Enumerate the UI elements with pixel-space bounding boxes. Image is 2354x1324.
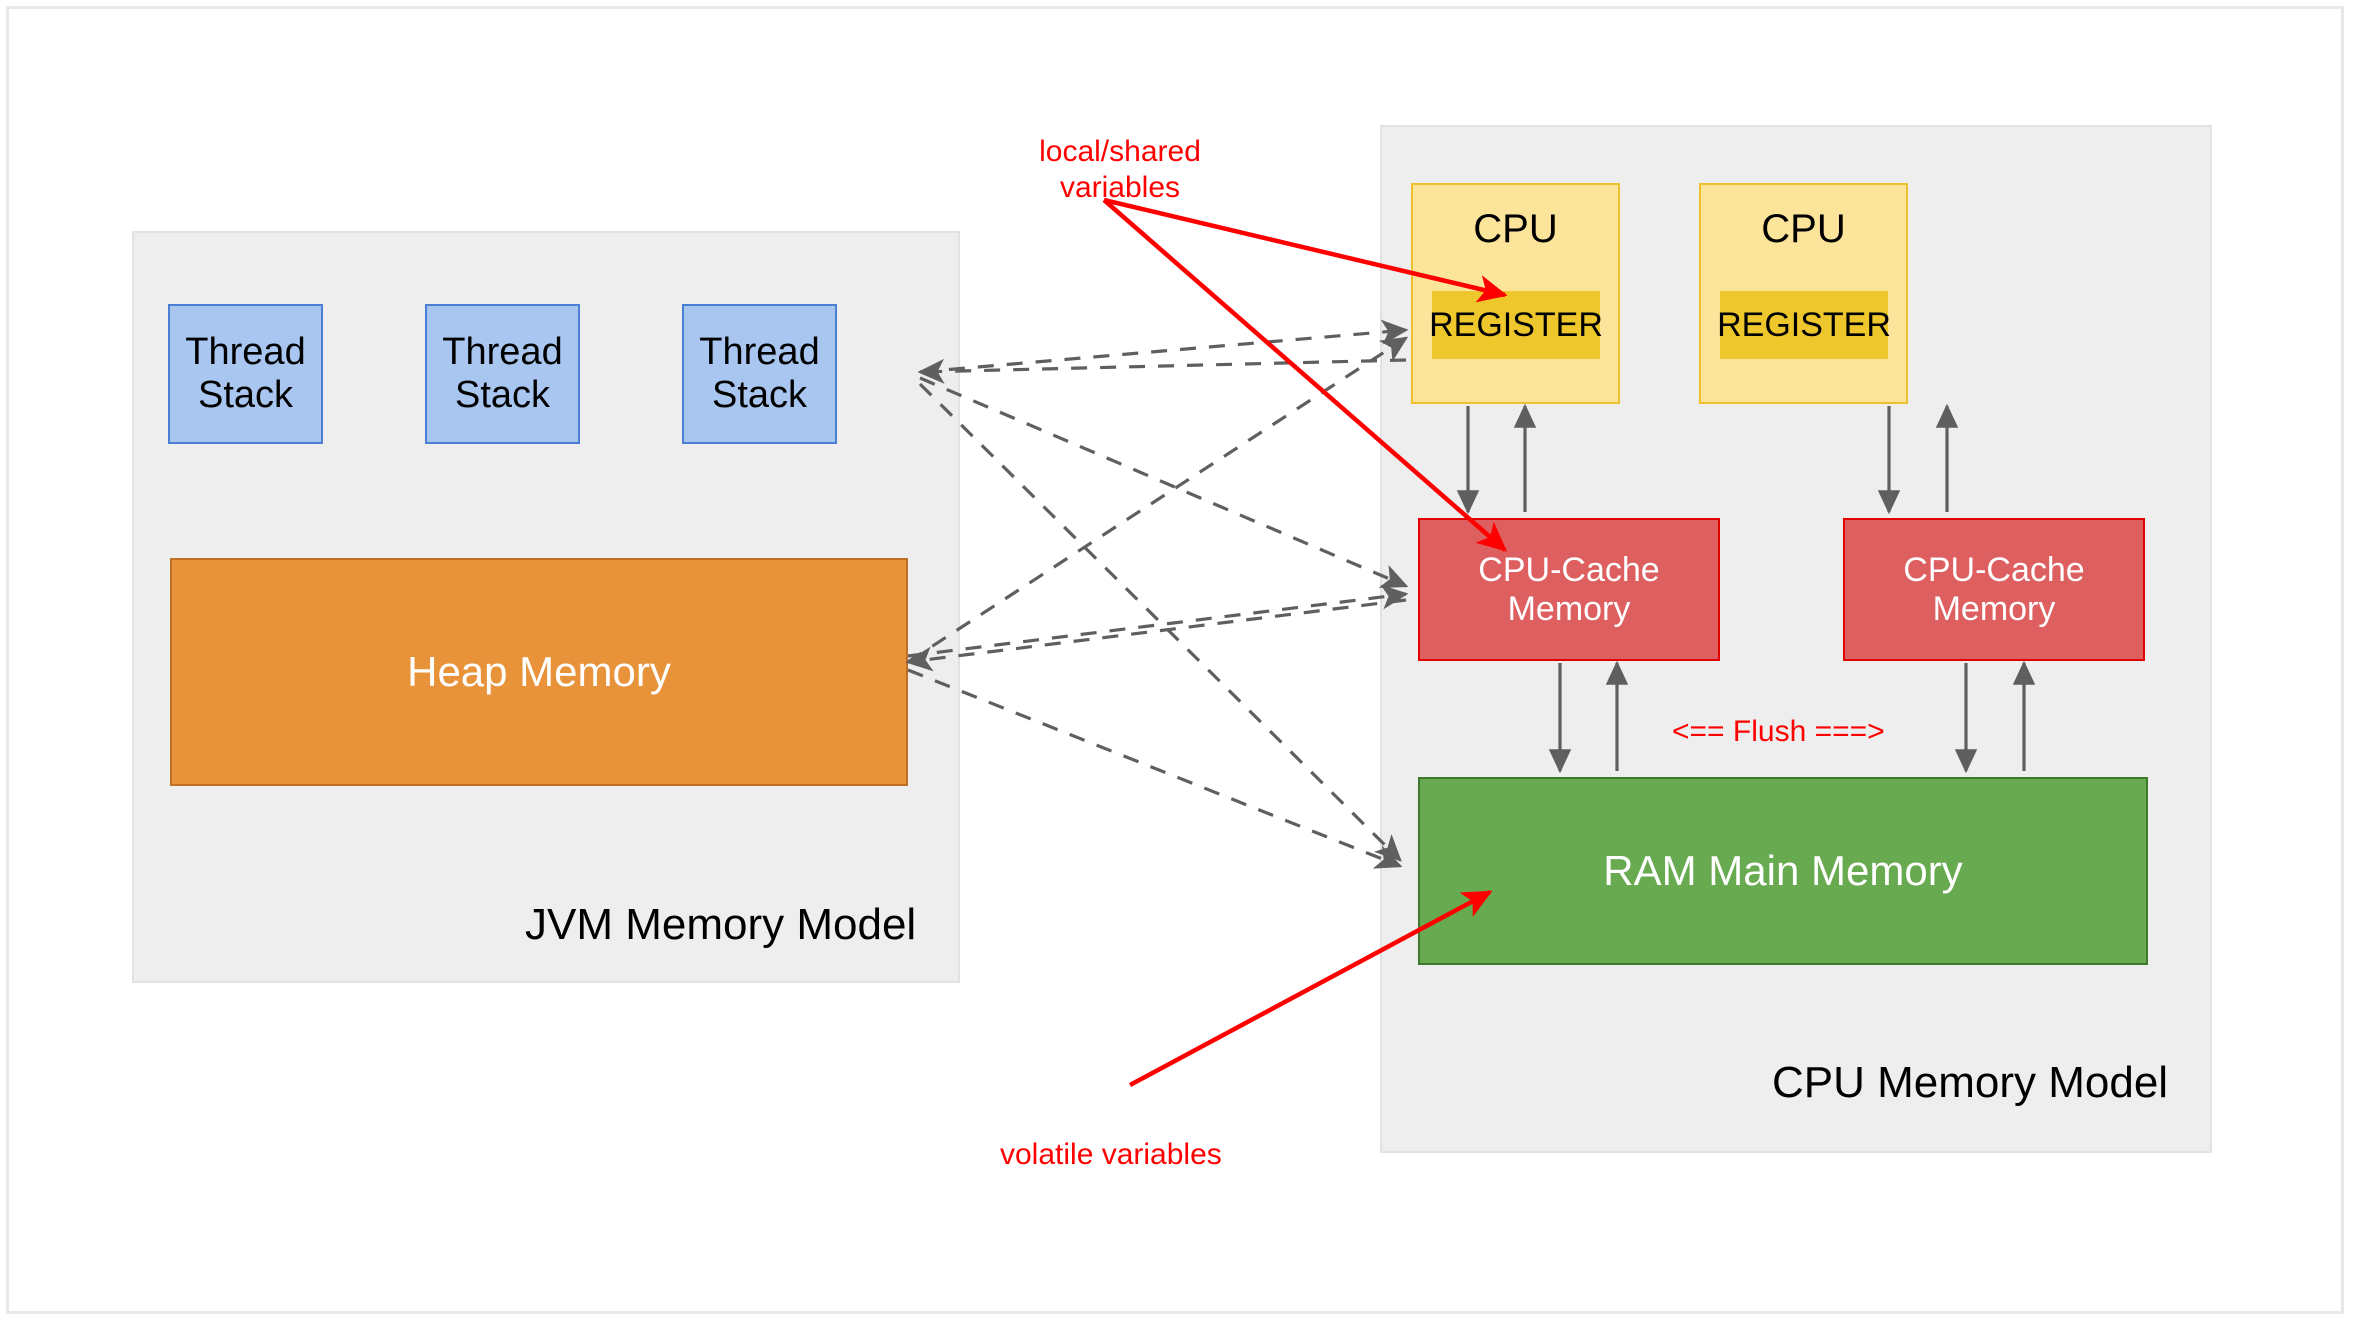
thread-stack-box-2[interactable]: Thread Stack	[425, 304, 580, 444]
register-box-2[interactable]: REGISTER	[1717, 291, 1891, 359]
jvm-panel-title-text: JVM Memory Model	[525, 900, 917, 949]
volatile-variables-text: volatile variables	[1000, 1137, 1222, 1171]
heap-memory-label: Heap Memory	[407, 648, 671, 696]
thread-stack-label-3: Thread Stack	[699, 331, 820, 416]
heap-memory-box[interactable]: Heap Memory	[170, 558, 908, 786]
register-label-2: REGISTER	[1717, 305, 1891, 344]
jvm-panel-title: JVM Memory Model	[525, 900, 916, 950]
register-label-1: REGISTER	[1429, 305, 1603, 344]
volatile-variables-annotation: volatile variables	[1000, 1100, 1260, 1173]
cpu-cache-label-1: CPU-Cache Memory	[1478, 551, 1660, 628]
local-shared-variables-annotation: local/shared variables	[1005, 97, 1235, 207]
thread-stack-box-1[interactable]: Thread Stack	[168, 304, 323, 444]
thread-stack-label-2: Thread Stack	[442, 331, 563, 416]
cpu-panel-title: CPU Memory Model	[1772, 1058, 2168, 1108]
cpu-cache-label-2: CPU-Cache Memory	[1903, 551, 2085, 628]
cpu-panel-title-text: CPU Memory Model	[1772, 1058, 2169, 1107]
cpu-cache-box-1[interactable]: CPU-Cache Memory	[1418, 518, 1720, 661]
cpu-label-1: CPU	[1473, 207, 1558, 251]
ram-main-memory-box[interactable]: RAM Main Memory	[1418, 777, 2148, 965]
ram-main-memory-label: RAM Main Memory	[1603, 847, 1963, 895]
cpu-cache-box-2[interactable]: CPU-Cache Memory	[1843, 518, 2145, 661]
flush-annotation: <== Flush ===>	[1672, 715, 1885, 749]
thread-stack-label-1: Thread Stack	[185, 331, 306, 416]
local-shared-variables-text: local/shared variables	[1039, 134, 1201, 205]
flush-annotation-text: <== Flush ===>	[1672, 715, 1885, 748]
thread-stack-box-3[interactable]: Thread Stack	[682, 304, 837, 444]
register-box-1[interactable]: REGISTER	[1429, 291, 1603, 359]
cpu-label-2: CPU	[1761, 207, 1846, 251]
